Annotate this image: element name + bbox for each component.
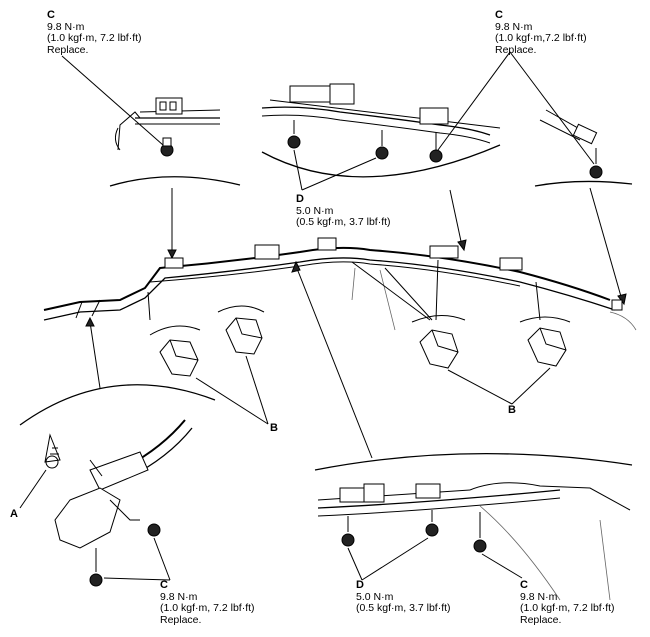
torque-alt: (1.0 kgf·m,7.2 lbf·ft) [495, 32, 587, 44]
bolt-c-top-center [429, 149, 443, 163]
detail-top-center [261, 83, 501, 163]
detail-arc-clip-1 [149, 325, 201, 336]
replace-note: Replace. [47, 43, 89, 56]
leader-b-left-1 [195, 377, 269, 425]
replace-note: Replace. [520, 613, 562, 626]
bolt-d-bottom-2 [425, 523, 439, 537]
leader-rail-3 [435, 259, 439, 321]
callout-letter: D [296, 193, 304, 205]
leader-b-left-2 [245, 355, 269, 425]
callout-bottom-right: C 9.8 N·m (1.0 kgf·m, 7.2 lbf·ft) Replac… [520, 579, 615, 626]
bolt-c-top-right [589, 165, 603, 179]
leader-rail-2 [384, 267, 433, 321]
torque-value: 9.8 N·m [160, 590, 198, 603]
bolt-c-bottom-left-2 [89, 573, 103, 587]
leader-a [19, 469, 47, 509]
torque-alt: (1.0 kgf·m, 7.2 lbf·ft) [47, 32, 142, 44]
leader-top-right-2 [509, 51, 595, 165]
arrow-top-right-down [589, 187, 623, 301]
label-b-right: B [508, 404, 516, 416]
callout-top-right: C 9.8 N·m (1.0 kgf·m,7.2 lbf·ft) Replace… [495, 9, 587, 56]
replace-note: Replace. [160, 613, 202, 626]
bolt-c-bottom-right [473, 539, 487, 553]
torque-alt: (0.5 kgf·m, 3.7 lbf·ft) [356, 602, 451, 614]
callout-top-center: D 5.0 N·m (0.5 kgf·m, 3.7 lbf·ft) [296, 193, 391, 229]
detail-arc-bottom-left [19, 384, 216, 426]
detail-arc-bottom-right [314, 452, 633, 471]
arrow-bottom-left-up [89, 321, 101, 389]
bolt-d-top-1 [287, 135, 301, 149]
torque-value: 5.0 N·m [356, 590, 394, 603]
arrow-top-center-down [449, 189, 463, 247]
main-airbag-rail [43, 237, 637, 331]
detail-arc-clip-3 [411, 315, 466, 323]
torque-value: 9.8 N·m [520, 590, 558, 603]
torque-value: 9.8 N·m [495, 20, 533, 33]
callout-letter: C [47, 9, 55, 21]
clip-b-1 [159, 339, 199, 377]
callout-top-left: C 9.8 N·m (1.0 kgf·m, 7.2 lbf·ft) Replac… [47, 9, 142, 56]
detail-arc-clip-4 [519, 316, 571, 323]
label-b-left: B [270, 422, 278, 434]
leader-d-top-1 [293, 149, 303, 191]
leader-b-right-1 [447, 369, 513, 405]
torque-value: 5.0 N·m [296, 204, 334, 217]
callout-letter: D [356, 579, 364, 591]
torque-alt: (1.0 kgf·m, 7.2 lbf·ft) [520, 602, 615, 614]
leader-rail-1 [351, 261, 431, 321]
leader-c-bottom-right [481, 553, 523, 579]
arrow-bottom-right-up [295, 265, 373, 459]
leader-d-bottom-2 [361, 537, 429, 581]
detail-arc-top-left [109, 176, 241, 187]
clip-b-4 [527, 327, 567, 367]
clip-b-2 [225, 317, 263, 355]
bolt-d-bottom-1 [341, 533, 355, 547]
leader-rail-5 [147, 291, 151, 321]
detail-arc-top-center [261, 144, 501, 178]
clip-b-3 [419, 329, 459, 369]
leader-c-bottom-left-2 [153, 537, 171, 581]
replace-note: Replace. [495, 43, 537, 56]
callout-letter: C [160, 579, 168, 591]
detail-bottom-right [317, 482, 631, 601]
detail-bottom-left [44, 419, 193, 587]
torque-alt: (0.5 kgf·m, 3.7 lbf·ft) [296, 216, 391, 228]
leader-b-right-2 [511, 367, 551, 405]
callout-bottom-mid-d: D 5.0 N·m (0.5 kgf·m, 3.7 lbf·ft) [356, 579, 451, 615]
bolt-c-bottom-left-1 [147, 523, 161, 537]
detail-arc-top-right [534, 180, 633, 187]
callout-bottom-left: C 9.8 N·m (1.0 kgf·m, 7.2 lbf·ft) Replac… [160, 579, 255, 626]
detail-top-right [539, 109, 603, 179]
label-a: A [10, 508, 18, 520]
leader-c-bottom-left-1 [103, 577, 171, 581]
torque-alt: (1.0 kgf·m, 7.2 lbf·ft) [160, 602, 255, 614]
leader-d-top-2 [301, 157, 377, 191]
leader-top-right-1 [437, 51, 511, 151]
detail-top-left [114, 97, 221, 157]
leader-top-left [61, 55, 164, 146]
callout-letter: C [520, 579, 528, 591]
torque-value: 9.8 N·m [47, 20, 85, 33]
leader-rail-4 [535, 281, 541, 321]
detail-arc-clip-2 [217, 305, 265, 313]
callout-letter: C [495, 9, 503, 21]
leader-d-bottom-1 [347, 547, 363, 581]
bolt-d-top-2 [375, 146, 389, 160]
